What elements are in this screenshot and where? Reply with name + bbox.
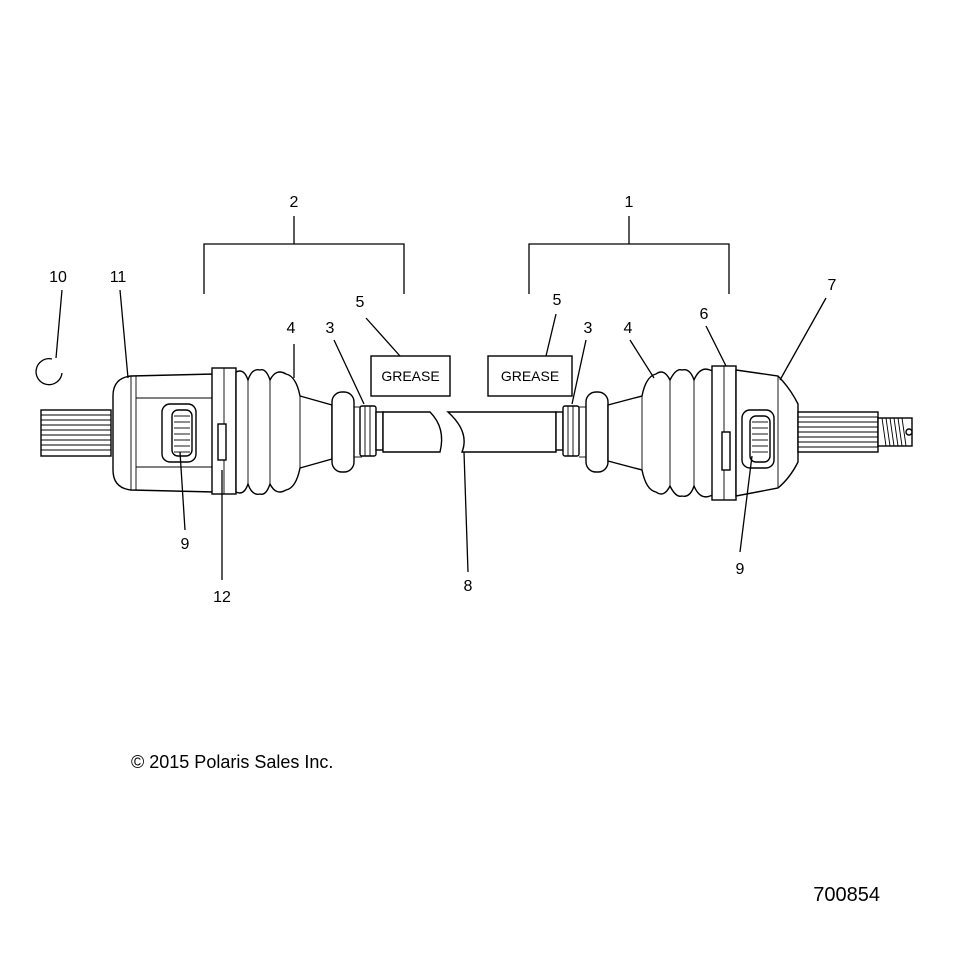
inner-bearing-cage xyxy=(161,403,197,463)
bracket-group-2 xyxy=(203,216,405,294)
leader-lines xyxy=(55,289,827,580)
copyright-notice: © 2015 Polaris Sales Inc. xyxy=(131,752,333,772)
callout-6: 6 xyxy=(700,306,709,323)
callout-1: 1 xyxy=(625,194,634,211)
outer-boot xyxy=(579,368,717,498)
callout-8: 8 xyxy=(464,578,473,595)
grease-box-right xyxy=(487,355,573,397)
callout-10: 10 xyxy=(49,269,67,286)
callout-3-left: 3 xyxy=(326,320,335,337)
callout-5-left: 5 xyxy=(356,294,365,311)
bracket-group-1 xyxy=(528,216,730,294)
outer-bearing-cage xyxy=(741,409,775,469)
callout-5-right: 5 xyxy=(553,292,562,309)
outer-boot-clamp xyxy=(555,405,580,457)
grease-label-left: GREASE xyxy=(381,368,439,384)
grease-box-left xyxy=(370,355,451,397)
callout-9-left: 9 xyxy=(181,536,190,553)
document-number: 700854 xyxy=(813,884,880,906)
circlip-ring xyxy=(35,358,63,386)
callout-4-left: 4 xyxy=(287,320,296,337)
callout-4-right: 4 xyxy=(624,320,633,337)
outer-spline-stub xyxy=(797,411,913,453)
callout-11: 11 xyxy=(110,269,127,286)
grease-label-right: GREASE xyxy=(501,368,559,384)
callout-2: 2 xyxy=(290,194,299,211)
callout-7: 7 xyxy=(828,277,837,294)
callout-9-right: 9 xyxy=(736,561,745,578)
callout-3-right: 3 xyxy=(584,320,593,337)
axle-shaft xyxy=(382,411,557,453)
inner-boot xyxy=(235,369,362,495)
inner-boot-clamp xyxy=(359,405,384,457)
inner-spline-stub xyxy=(40,409,112,457)
callout-12: 12 xyxy=(213,589,231,606)
